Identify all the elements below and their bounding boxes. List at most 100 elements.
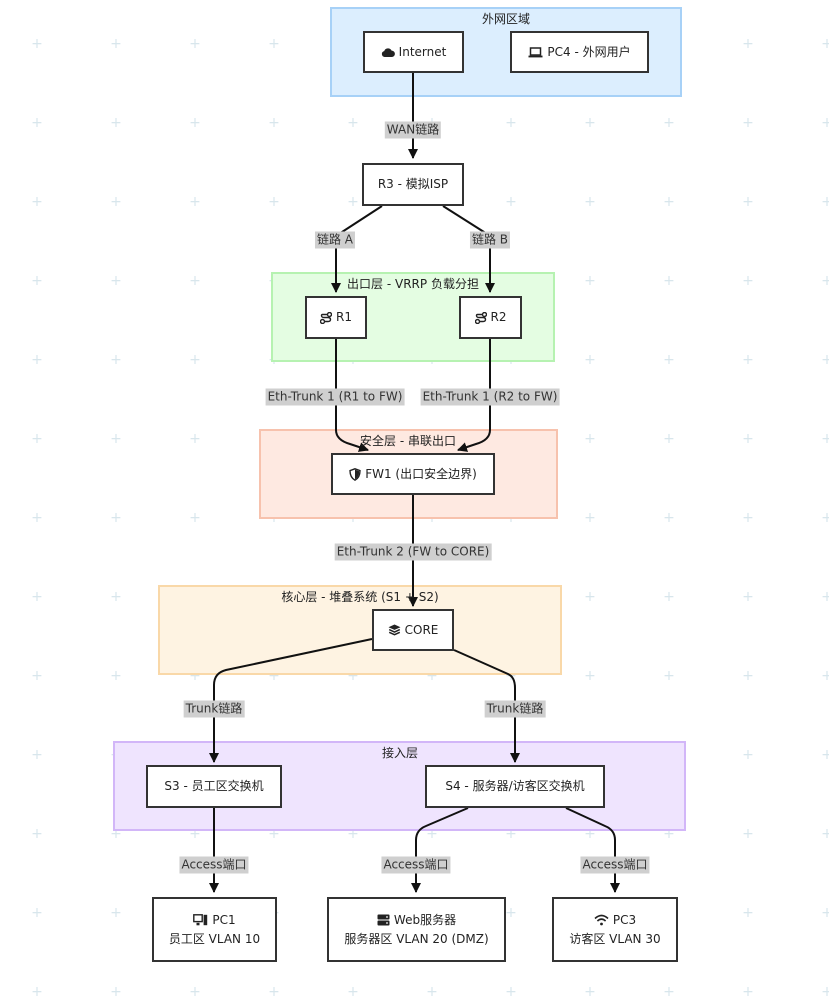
grid-plus-mark: + bbox=[189, 273, 201, 289]
node-r3[interactable]: R3 - 模拟ISP bbox=[362, 163, 464, 206]
shield-icon bbox=[349, 467, 361, 481]
node-s3[interactable]: S3 - 员工区交换机 bbox=[146, 765, 282, 808]
node-internet-label: Internet bbox=[398, 44, 447, 59]
grid-plus-mark: + bbox=[821, 984, 829, 1000]
edge-label-access-web: Access端口 bbox=[381, 856, 451, 874]
node-r1[interactable]: R1 bbox=[305, 296, 367, 339]
grid-plus-mark: + bbox=[821, 589, 829, 605]
node-pc3-sub: 访客区 VLAN 30 bbox=[569, 931, 661, 946]
grid-plus-mark: + bbox=[426, 984, 438, 1000]
node-r2[interactable]: R2 bbox=[459, 296, 522, 339]
grid-plus-mark: + bbox=[663, 668, 675, 684]
grid-plus-mark: + bbox=[742, 747, 754, 763]
node-fw1[interactable]: FW1 (出口安全边界) bbox=[331, 453, 495, 495]
edge-label-trunk1-r2: Eth-Trunk 1 (R2 to FW) bbox=[420, 388, 560, 406]
network-topology-diagram: + + + + + + + + + + + + + + + + + + + + + + + + + + + + + + + + + + + + + + + +… bbox=[31, 7, 829, 1000]
grid-plus-mark: + bbox=[110, 115, 122, 131]
grid-plus-mark: + bbox=[110, 431, 122, 447]
node-pc1[interactable]: PC1 员工区 VLAN 10 bbox=[152, 897, 277, 962]
grid-plus-mark: + bbox=[584, 589, 596, 605]
grid-plus-mark: + bbox=[31, 36, 43, 52]
grid-plus-mark: + bbox=[268, 984, 280, 1000]
node-pc3[interactable]: PC3 访客区 VLAN 30 bbox=[552, 897, 678, 962]
grid-plus-mark: + bbox=[426, 826, 438, 842]
grid-plus-mark: + bbox=[584, 984, 596, 1000]
grid-plus-mark: + bbox=[742, 273, 754, 289]
grid-plus-mark: + bbox=[426, 668, 438, 684]
grid-plus-mark: + bbox=[189, 510, 201, 526]
grid-plus-mark: + bbox=[31, 510, 43, 526]
grid-plus-mark: + bbox=[584, 826, 596, 842]
grid-plus-mark: + bbox=[584, 194, 596, 210]
grid-plus-mark: + bbox=[347, 194, 359, 210]
grid-plus-mark: + bbox=[505, 194, 517, 210]
grid-plus-mark: + bbox=[742, 431, 754, 447]
edge-core-s4 bbox=[453, 649, 520, 763]
grid-plus-mark: + bbox=[584, 431, 596, 447]
grid-plus-mark: + bbox=[347, 984, 359, 1000]
grid-plus-mark: + bbox=[110, 36, 122, 52]
grid-plus-mark: + bbox=[110, 826, 122, 842]
grid-plus-mark: + bbox=[821, 747, 829, 763]
node-internet[interactable]: Internet bbox=[363, 31, 464, 73]
grid-plus-mark: + bbox=[663, 352, 675, 368]
grid-plus-mark: + bbox=[189, 668, 201, 684]
router-icon bbox=[474, 311, 487, 324]
grid-plus-mark: + bbox=[742, 510, 754, 526]
grid-plus-mark: + bbox=[821, 36, 829, 52]
node-r2-label: R2 bbox=[490, 310, 507, 324]
node-core[interactable]: CORE bbox=[372, 609, 454, 651]
grid-plus-mark: + bbox=[268, 194, 280, 210]
grid-plus-mark: + bbox=[189, 984, 201, 1000]
node-r3-label: R3 - 模拟ISP bbox=[377, 177, 449, 191]
grid-plus-mark: + bbox=[110, 273, 122, 289]
grid-plus-mark: + bbox=[31, 589, 43, 605]
grid-plus-mark: + bbox=[110, 194, 122, 210]
grid-plus-mark: + bbox=[268, 115, 280, 131]
grid-plus-mark: + bbox=[110, 905, 122, 921]
grid-plus-mark: + bbox=[268, 826, 280, 842]
grid-plus-mark: + bbox=[31, 826, 43, 842]
edge-label-trunk1-r1: Eth-Trunk 1 (R1 to FW) bbox=[265, 388, 405, 406]
grid-plus-mark: + bbox=[584, 273, 596, 289]
desktop-icon bbox=[193, 914, 208, 926]
node-web[interactable]: Web服务器 服务器区 VLAN 20 (DMZ) bbox=[327, 897, 506, 962]
grid-plus-mark: + bbox=[31, 115, 43, 131]
zone-wan-title: 外网区域 bbox=[481, 12, 531, 26]
grid-plus-mark: + bbox=[505, 115, 517, 131]
edge-s4-pc3 bbox=[565, 807, 620, 893]
zone-security-title: 安全层 - 串联出口 bbox=[360, 434, 456, 448]
grid-plus-mark: + bbox=[189, 352, 201, 368]
grid-plus-mark: + bbox=[189, 115, 201, 131]
edge-label-trunk-s3: Trunk链路 bbox=[183, 700, 245, 718]
grid-plus-mark: + bbox=[584, 352, 596, 368]
laptop-icon bbox=[528, 46, 543, 57]
grid-plus-mark: + bbox=[742, 352, 754, 368]
grid-plus-mark: + bbox=[584, 668, 596, 684]
node-s4[interactable]: S4 - 服务器/访客区交换机 bbox=[425, 765, 605, 808]
grid-plus-mark: + bbox=[663, 510, 675, 526]
grid-plus-mark: + bbox=[821, 905, 829, 921]
edge-label-access-pc1: Access端口 bbox=[179, 856, 249, 874]
node-web-sub: 服务器区 VLAN 20 (DMZ) bbox=[344, 931, 489, 946]
grid-plus-mark: + bbox=[189, 826, 201, 842]
zone-core bbox=[158, 585, 562, 675]
grid-plus-mark: + bbox=[742, 905, 754, 921]
grid-plus-mark: + bbox=[821, 668, 829, 684]
grid-plus-mark: + bbox=[31, 668, 43, 684]
grid-plus-mark: + bbox=[110, 984, 122, 1000]
grid-plus-mark: + bbox=[742, 36, 754, 52]
grid-plus-mark: + bbox=[663, 826, 675, 842]
grid-plus-mark: + bbox=[110, 668, 122, 684]
node-fw1-label: FW1 (出口安全边界) bbox=[365, 466, 477, 481]
grid-plus-mark: + bbox=[110, 589, 122, 605]
grid-plus-mark: + bbox=[110, 510, 122, 526]
grid-plus-mark: + bbox=[742, 984, 754, 1000]
cloud-icon bbox=[381, 47, 395, 57]
grid-plus-mark: + bbox=[110, 352, 122, 368]
grid-plus-mark: + bbox=[663, 589, 675, 605]
node-pc4[interactable]: PC4 - 外网用户 bbox=[510, 31, 649, 73]
grid-plus-mark: + bbox=[31, 273, 43, 289]
grid-plus-mark: + bbox=[742, 115, 754, 131]
grid-plus-mark: + bbox=[268, 668, 280, 684]
